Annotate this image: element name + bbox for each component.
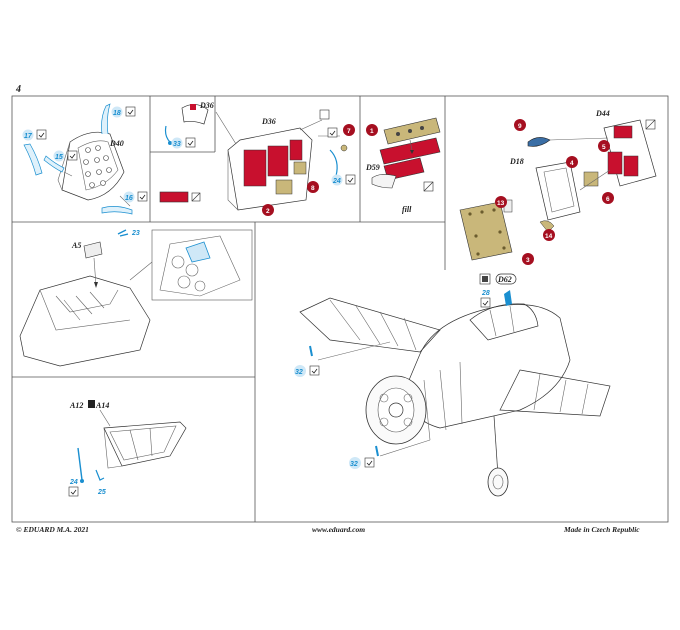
panel-frame — [11, 95, 669, 523]
svg-text:8: 8 — [311, 185, 315, 192]
footer-copyright: © EDUARD M.A. 2021 — [16, 525, 89, 534]
part-24-callout-top: 24 — [331, 174, 356, 186]
part-25-callout: 25 — [97, 489, 106, 496]
red-part-5: 5 — [598, 140, 610, 152]
svg-text:5: 5 — [602, 144, 606, 151]
control-panel-small — [164, 104, 209, 145]
part-23-callout: 23 — [131, 230, 140, 237]
part-15-callout: 15 — [53, 150, 78, 162]
bulkhead-assembly — [459, 119, 657, 261]
svg-text:7: 7 — [347, 128, 351, 135]
svg-text:15: 15 — [55, 154, 63, 161]
lap-strap-right — [101, 206, 133, 215]
part-24-callout-bottom: 24 — [68, 479, 79, 497]
part-32-callout-upper: 32 — [294, 365, 320, 377]
red-part-1: 1 — [366, 124, 378, 136]
label-a5: A5 — [71, 241, 81, 250]
red-paint-swatch — [159, 191, 189, 203]
canopy-frame — [77, 400, 187, 483]
part-17-callout: 17 — [22, 129, 47, 141]
red-part-13: 13 — [495, 196, 507, 208]
red-part-4: 4 — [566, 156, 578, 168]
svg-text:28: 28 — [481, 290, 490, 297]
red-part-14: 14 — [543, 229, 555, 241]
svg-text:16: 16 — [125, 195, 133, 202]
fuselage-cockpit-view — [19, 229, 253, 367]
svg-text:17: 17 — [24, 133, 33, 140]
part-32-callout-lower: 32 — [349, 457, 375, 469]
svg-text:14: 14 — [545, 233, 553, 240]
aircraft-main-view — [299, 273, 611, 497]
red-part-7: 7 — [343, 124, 355, 136]
seat-panel — [23, 103, 201, 215]
svg-text:18: 18 — [113, 110, 121, 117]
part-16-callout: 16 — [123, 191, 148, 203]
lap-strap-left — [23, 143, 43, 176]
red-part-6: 6 — [602, 192, 614, 204]
svg-text:6: 6 — [606, 196, 610, 203]
label-d40: D40 — [109, 139, 124, 148]
svg-text:13: 13 — [497, 200, 505, 207]
svg-text:4: 4 — [570, 160, 574, 167]
label-d59: D59 — [365, 163, 380, 172]
part-33-callout: 33 — [171, 137, 196, 149]
red-part-9: 9 — [514, 119, 526, 131]
label-d36-a: D36 — [199, 101, 214, 110]
svg-text:2: 2 — [266, 208, 270, 215]
label-d44: D44 — [595, 109, 610, 118]
page-number: 4 — [16, 84, 21, 95]
svg-text:33: 33 — [173, 141, 181, 148]
shoulder-strap — [101, 103, 111, 135]
label-d36-b: D36 — [261, 117, 276, 126]
svg-text:32: 32 — [350, 461, 358, 468]
label-fill: fill — [402, 205, 412, 214]
svg-text:3: 3 — [526, 257, 530, 264]
seat-holes — [83, 145, 112, 188]
svg-text:9: 9 — [518, 123, 522, 130]
finish-icon — [191, 192, 201, 202]
label-a12: A12 — [69, 401, 83, 410]
svg-text:32: 32 — [295, 369, 303, 376]
red-part-2: 2 — [262, 204, 274, 216]
footer-made-in: Made in Czech Republic — [564, 525, 640, 534]
red-part-3: 3 — [522, 253, 534, 265]
cockpit-sidewall — [215, 109, 348, 211]
svg-text:23: 23 — [131, 230, 140, 237]
instrument-panel — [371, 117, 441, 192]
svg-text:24: 24 — [332, 178, 341, 185]
label-a14: A14 — [95, 401, 109, 410]
svg-text:25: 25 — [97, 489, 106, 496]
footer-website[interactable]: www.eduard.com — [312, 525, 366, 534]
label-d62: D62 — [497, 275, 512, 284]
part-28-callout: 28 — [480, 290, 491, 308]
label-d18: D18 — [509, 157, 524, 166]
svg-text:24: 24 — [69, 479, 78, 486]
part-18-callout: 18 — [111, 106, 136, 118]
lap-strap-center — [43, 155, 65, 173]
red-part-8: 8 — [307, 181, 319, 193]
svg-text:1: 1 — [370, 128, 374, 135]
